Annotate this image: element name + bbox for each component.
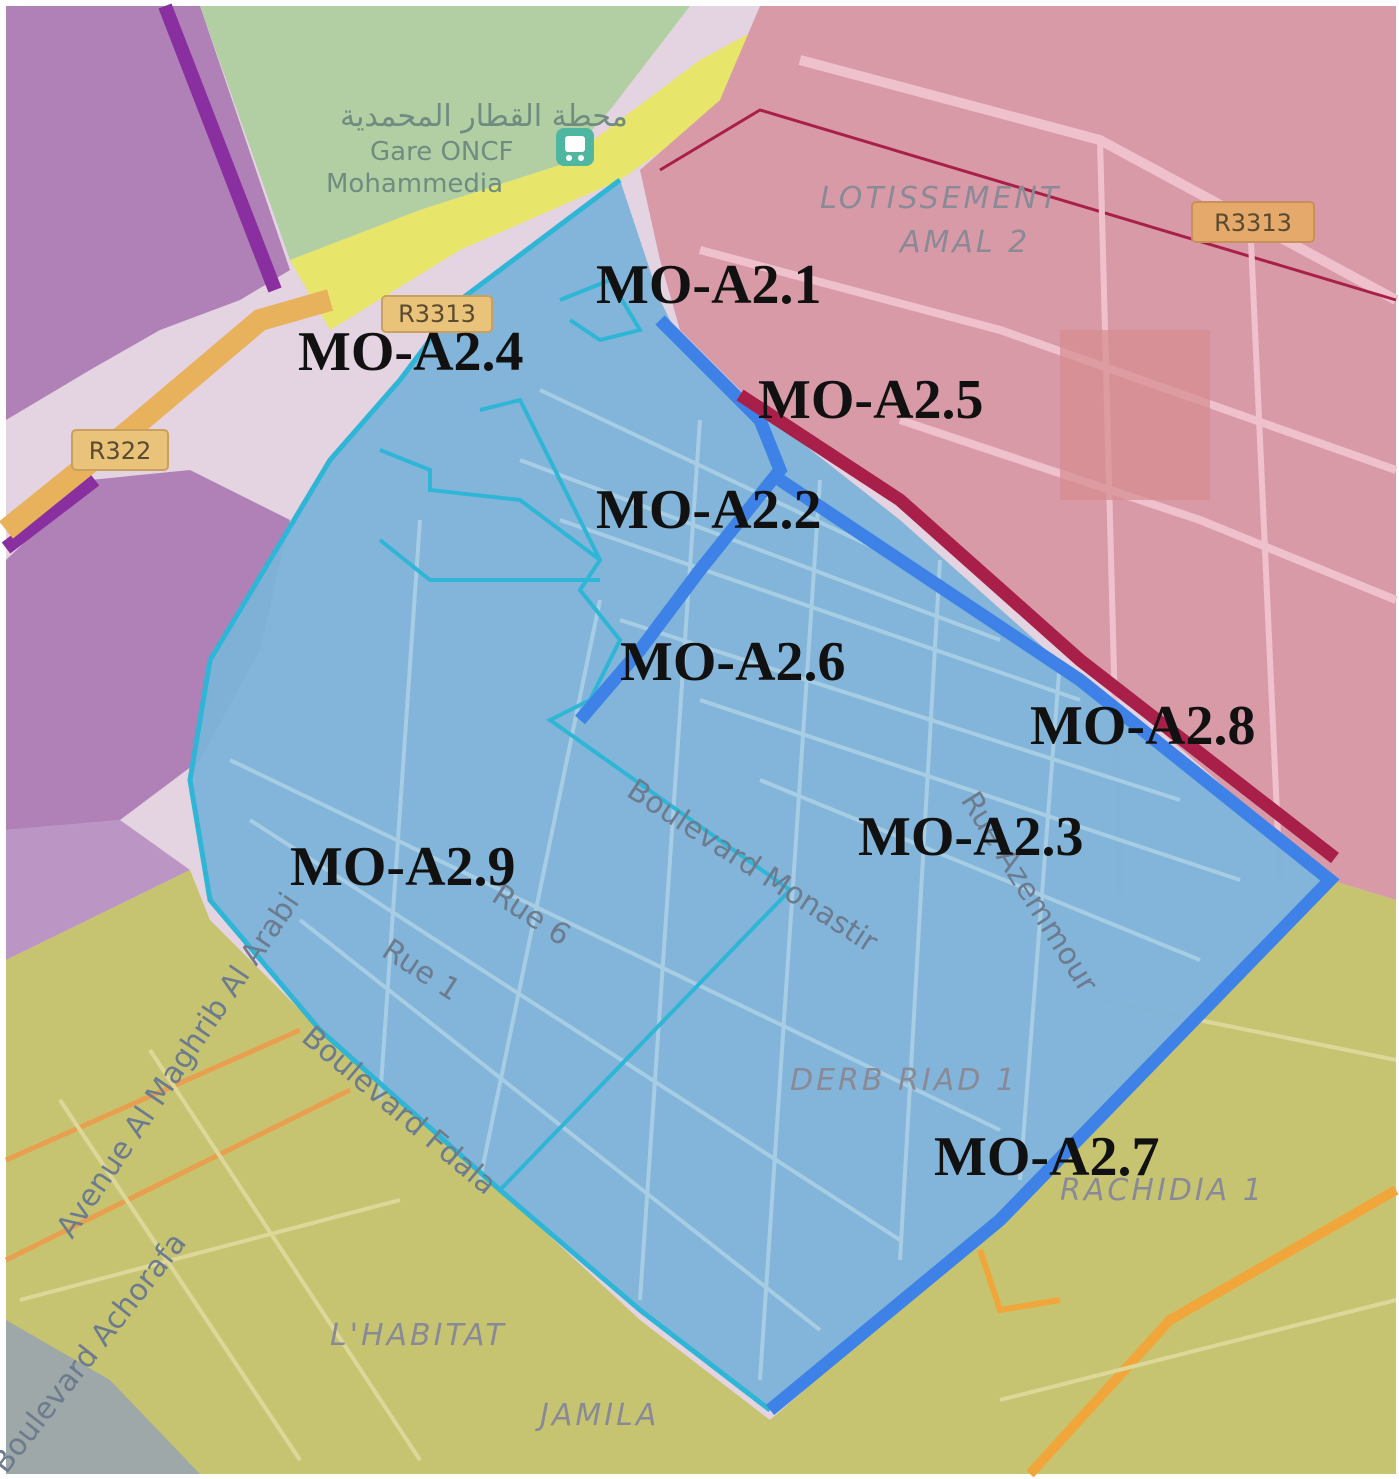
zone-label-mo-a2-9: MO-A2.9 xyxy=(290,836,516,898)
purple-zone-left-strip xyxy=(6,820,190,960)
olive-zone-left xyxy=(6,870,770,1474)
station-name-line1: Gare ONCF xyxy=(370,137,513,167)
zone-label-mo-a2-2: MO-A2.2 xyxy=(596,479,822,541)
road-shield-r3313-b: R3313 xyxy=(1191,201,1315,243)
grey-zone xyxy=(6,1320,200,1474)
district-lotissement: LOTISSEMENT xyxy=(820,181,1061,216)
train-icon[interactable] xyxy=(556,128,594,166)
road-shield-r3313-a: R3313 xyxy=(381,295,493,333)
purple-border-line xyxy=(158,3,282,293)
zone-label-mo-a2-7: MO-A2.7 xyxy=(934,1126,1160,1188)
orange-road-bottom-2 xyxy=(977,1249,1061,1314)
crimson-border-line xyxy=(736,389,1339,864)
purple-zone-lower xyxy=(6,470,290,830)
district-amal: AMAL 2 xyxy=(898,225,1030,260)
olive-street-lines xyxy=(19,998,1397,1462)
blue-zone xyxy=(190,180,1330,1410)
zone-label-mo-a2-8: MO-A2.8 xyxy=(1030,695,1256,757)
pink-road-4 xyxy=(659,108,1397,302)
road-label-r322: R322 xyxy=(89,437,151,465)
green-zone xyxy=(200,6,690,260)
road-label-r3313-b: R3313 xyxy=(1214,209,1292,237)
zone-label-mo-a2-1: MO-A2.1 xyxy=(596,254,822,316)
district-jamila: JAMILA xyxy=(535,1398,659,1433)
purple-zone xyxy=(6,6,290,420)
orange-road-bottom-1 xyxy=(1026,1185,1399,1478)
pink-road-3 xyxy=(898,416,1398,604)
station-name-line2: Mohammedia xyxy=(326,169,503,199)
road-r322 xyxy=(0,289,334,539)
zone-label-mo-a2-4: MO-A2.4 xyxy=(298,321,524,383)
zone-label-mo-a2-5: MO-A2.5 xyxy=(758,369,984,431)
road-shield-r322: R322 xyxy=(71,429,169,471)
zone-label-mo-a2-3: MO-A2.3 xyxy=(858,806,1084,868)
pink-block xyxy=(1060,330,1210,500)
district-derb: DERB RIAD 1 xyxy=(790,1063,1018,1098)
pink-road-6 xyxy=(1247,219,1283,881)
rail-strip xyxy=(290,6,860,330)
road-label-r3313-a: R3313 xyxy=(398,300,476,328)
purple-border-line-2 xyxy=(1,474,100,554)
zone-label-mo-a2-6: MO-A2.6 xyxy=(620,631,846,693)
orange-road-bottom-3 xyxy=(4,1027,352,1263)
district-habitat: L'HABITAT xyxy=(330,1318,507,1353)
blue-street-grid xyxy=(229,388,1241,1381)
district-rachidia: RACHIDIA 1 xyxy=(1060,1173,1265,1208)
cyan-subzone-boundary xyxy=(378,277,794,1192)
pink-road-2 xyxy=(698,246,1398,474)
